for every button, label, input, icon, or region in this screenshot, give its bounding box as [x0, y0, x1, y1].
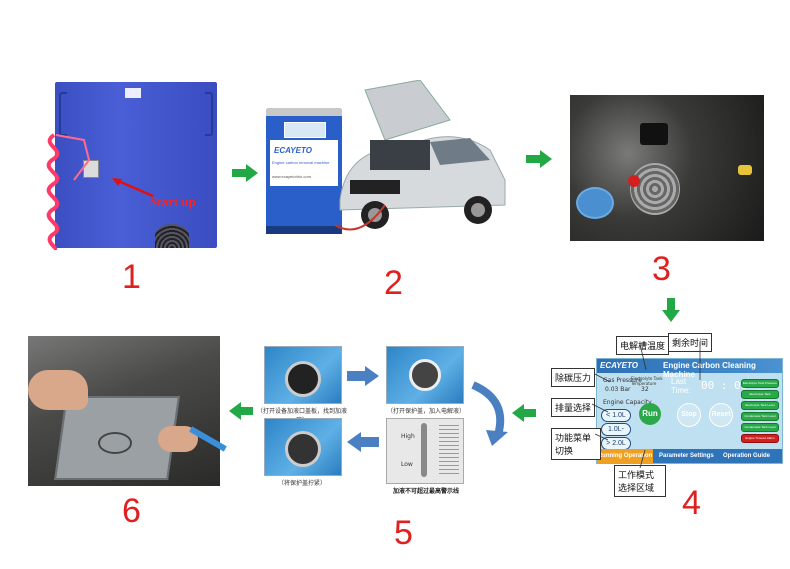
step2-car — [339, 80, 506, 229]
step5-arrow-right — [347, 366, 379, 386]
electrolyte-temp-value: 32 — [641, 386, 649, 393]
screen-header: ECAYETO Engine Carbon Cleaning Machine — [597, 359, 782, 379]
red-cable — [46, 133, 91, 250]
capacity-option-small[interactable]: < 1.0L — [601, 409, 631, 422]
step-number-4: 4 — [682, 484, 701, 522]
callout-remaining-time: 剩余时间 — [668, 333, 713, 352]
engine-capacity-label: Engine Capacity — [603, 399, 652, 406]
start-up-pointer — [112, 178, 154, 198]
start-up-label: Start up — [150, 194, 196, 209]
step5-photo-2 — [386, 346, 464, 404]
callout-carbon-pressure: 除碳压力 — [551, 368, 596, 387]
step5-arrow-curve — [471, 381, 508, 446]
machine-text: Engine carbon removal machine — [272, 160, 330, 165]
screen-title: Engine Carbon Cleaning Machine — [663, 361, 756, 379]
handle-right — [205, 92, 213, 136]
arrow-5-to-6 — [229, 402, 253, 420]
screen-footer: Running Operation Parameter Settings Ope… — [597, 449, 782, 463]
step5-caption-2: （打开保护盖，加入电解液） — [386, 408, 465, 415]
stop-button[interactable]: Stop — [677, 403, 701, 427]
red-cap — [628, 175, 640, 187]
last-time-label: Last Time: — [671, 377, 691, 395]
machine-brand: ECAYETO — [274, 146, 312, 155]
run-button[interactable]: Run — [639, 403, 661, 425]
tab-operation-guide[interactable]: Operation Guide — [723, 453, 771, 459]
arrow-2-to-3 — [526, 150, 552, 168]
power-socket — [83, 160, 99, 178]
step3-engine-photo — [570, 95, 764, 241]
step2-machine: ECAYETO Engine carbon removal machine ww… — [266, 108, 342, 234]
connector-block — [640, 123, 668, 145]
alternator — [630, 163, 680, 215]
callout-lines — [591, 342, 701, 469]
reset-button[interactable]: Reset — [709, 403, 733, 427]
hand — [28, 370, 88, 410]
arrow-3-to-4 — [662, 298, 680, 322]
machine-url: www.ecayetohho.com — [272, 174, 311, 179]
label-sticker — [125, 88, 141, 98]
step-number-5: 5 — [394, 514, 413, 552]
step5-caption-3: （将保护盖拧紧） — [277, 480, 326, 487]
step6-engine-photo — [28, 336, 227, 486]
machine-screen — [284, 122, 326, 138]
step5-arrow-left — [347, 432, 379, 452]
electrolyte-temp-label: Electrolyte Tank Temperature — [631, 376, 663, 386]
engine-logo — [98, 432, 132, 454]
screen-brand: ECAYETO — [600, 361, 638, 370]
gas-pressure-label: Gas Pressure — [603, 377, 642, 384]
step-number-6: 6 — [122, 492, 141, 530]
step-number-2: 2 — [384, 264, 403, 302]
yellow-cap — [738, 165, 752, 175]
callout-displacement: 排量选择 — [551, 398, 596, 417]
gauge-low-label: Low — [401, 461, 413, 468]
step-number-1: 1 — [122, 258, 141, 296]
arrow-1-to-2 — [232, 164, 258, 182]
time-display: 00 : 00 — [701, 379, 748, 392]
gauge-high-label: High — [401, 433, 415, 440]
step4-screen: ECAYETO Engine Carbon Cleaning Machine G… — [596, 358, 783, 464]
callout-function-menu: 功能菜单切换 — [551, 428, 601, 460]
gas-pressure-value: 0.03 Bar — [605, 386, 631, 393]
callout-work-mode: 工作模式选择区域 — [614, 465, 666, 497]
tab-parameter-settings[interactable]: Parameter Settings — [659, 453, 714, 459]
arrow-4-to-5 — [512, 404, 536, 422]
step2-hose — [334, 204, 386, 231]
step5-photo-3 — [264, 418, 342, 476]
reservoir-cap — [576, 187, 614, 219]
status-tag: Engine Timeout Alarm — [741, 434, 779, 443]
tab-running-operation[interactable]: Running Operation — [597, 449, 653, 463]
step5-level-gauge: High Low — [386, 418, 464, 484]
fan-grille — [155, 224, 189, 248]
step5-caption-warning: 加液不可超过最高警示线 — [392, 488, 459, 495]
step-number-3: 3 — [652, 250, 671, 288]
step1-machine-photo — [55, 82, 217, 248]
handle-left — [59, 92, 67, 136]
step5-photo-1 — [264, 346, 342, 404]
